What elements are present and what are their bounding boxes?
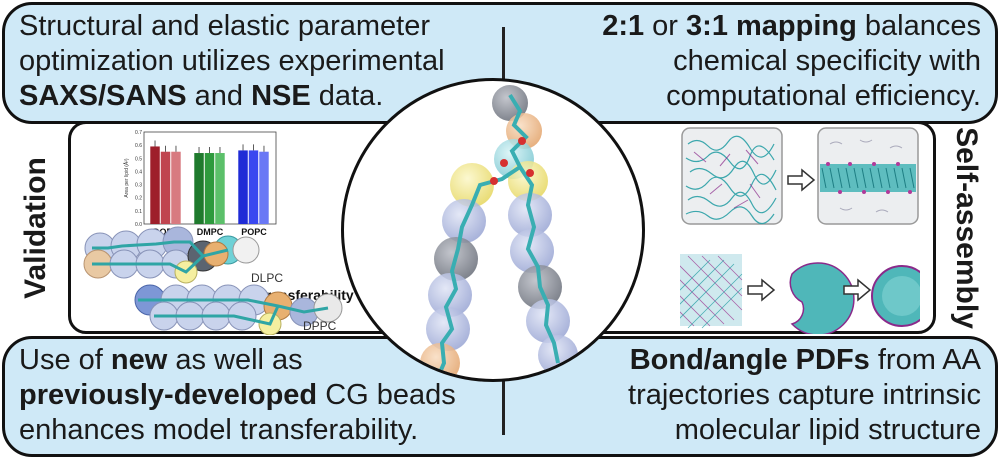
nse-bold: NSE (251, 80, 311, 112)
as-well-as-text: as well as (167, 344, 303, 376)
validation-bar-chart: 0.7 0.6 0.5 0.4 0.3 0.2 0.1 0.0 Area per lipid (… (122, 126, 282, 238)
y-tick-label: 0.6 (135, 143, 142, 149)
structural-optimization-text: Structural and elastic parameter optimiz… (19, 9, 489, 114)
previously-developed-bold: previously-developed (19, 379, 318, 411)
dlpc-label: DLPC (251, 271, 283, 285)
bar-dmpc-1 (204, 153, 215, 224)
bottom-left-line3: enhances model transferability. (19, 414, 419, 446)
category-label-popc: POPC (241, 227, 267, 237)
saxs-sans-bold: SAXS/SANS (19, 80, 187, 112)
data-text: data. (310, 80, 384, 112)
arrow-icon (787, 168, 816, 192)
bar-dopc-1 (160, 151, 171, 224)
bar-popc-1 (248, 150, 259, 224)
lipid-cg-model (420, 85, 578, 379)
or-text: or (644, 10, 687, 42)
dppc-label: DPPC (303, 319, 337, 333)
ratio-2-1-bold: 2:1 (602, 10, 645, 42)
arrow-icon (747, 278, 776, 302)
top-divider (502, 27, 505, 99)
bottom-left-line1: Use of new as well as (19, 343, 489, 378)
self-assembly-figures (680, 127, 920, 334)
mapping-bold: 3:1 mapping (686, 10, 857, 42)
dppc-molecule (134, 284, 343, 335)
bar-dopc-2 (171, 151, 181, 224)
balances-text: balances (856, 10, 981, 42)
self-assembly-label: Self-assembly (950, 127, 983, 329)
top-left-line2: optimization utilizes experimental (19, 45, 445, 77)
bottom-right-line1: Bond/angle PDFs from AA (511, 343, 981, 378)
bottom-left-line2: previously-developed CG beads (19, 378, 489, 413)
from-aa-text: from AA (869, 344, 981, 376)
top-right-line1: 2:1 or 3:1 mapping balances (511, 9, 981, 44)
y-tick-label: 0.7 (135, 130, 142, 136)
validation-label: Validation (19, 157, 52, 299)
bond-angle-pdfs-bold: Bond/angle PDFs (629, 344, 870, 376)
top-right-line3: computational efficiency. (666, 80, 981, 112)
and-text: and (186, 80, 252, 112)
lipid-model-circle (341, 78, 645, 382)
arrow-icon (843, 278, 872, 302)
cg-beads-text: Use of new as well as previously-develop… (19, 343, 489, 448)
y-tick-label: 0.1 (135, 209, 142, 215)
y-tick-label: 0.0 (135, 222, 142, 228)
bar-dopc-0 (150, 146, 160, 224)
top-left-line3: SAXS/SANS and NSE data. (19, 79, 489, 114)
bar-popc-0 (238, 150, 248, 224)
vesicle-forming (789, 262, 855, 334)
bottom-right-line3: molecular lipid structure (674, 414, 981, 446)
category-label-dmpc: DMPC (197, 227, 224, 237)
bar-chart-svg: 0.7 0.6 0.5 0.4 0.3 0.2 0.1 0.0 Area per lipid (… (123, 130, 277, 237)
use-of-text: Use of (19, 344, 111, 376)
new-bold: new (110, 344, 168, 376)
y-tick-label: 0.4 (135, 169, 142, 175)
transferability-molecules: DLPC Transferability DPPC (83, 226, 354, 335)
bar-dmpc-0 (194, 153, 204, 224)
bar-popc-2 (259, 151, 269, 224)
bottom-panel: Use of new as well as previously-develop… (2, 336, 998, 457)
y-tick-label: 0.2 (135, 196, 142, 202)
top-right-line2: chemical specificity with (673, 45, 981, 77)
cg-beads-span: CG beads (317, 379, 456, 411)
y-axis-label: Area per lipid (Å²) (123, 158, 130, 198)
top-panel: Structural and elastic parameter optimiz… (2, 2, 998, 124)
bottom-divider (502, 359, 505, 435)
dlpc-molecule (83, 226, 260, 284)
mapping-text: 2:1 or 3:1 mapping balances chemical spe… (511, 9, 981, 114)
bottom-right-line2: trajectories capture intrinsic (628, 379, 981, 411)
y-tick-label: 0.5 (135, 156, 142, 162)
pdf-text: Bond/angle PDFs from AA trajectories cap… (511, 343, 981, 448)
y-tick-label: 0.3 (135, 183, 142, 189)
bar-dmpc-2 (215, 153, 225, 224)
top-left-line1: Structural and elastic parameter (19, 10, 431, 42)
